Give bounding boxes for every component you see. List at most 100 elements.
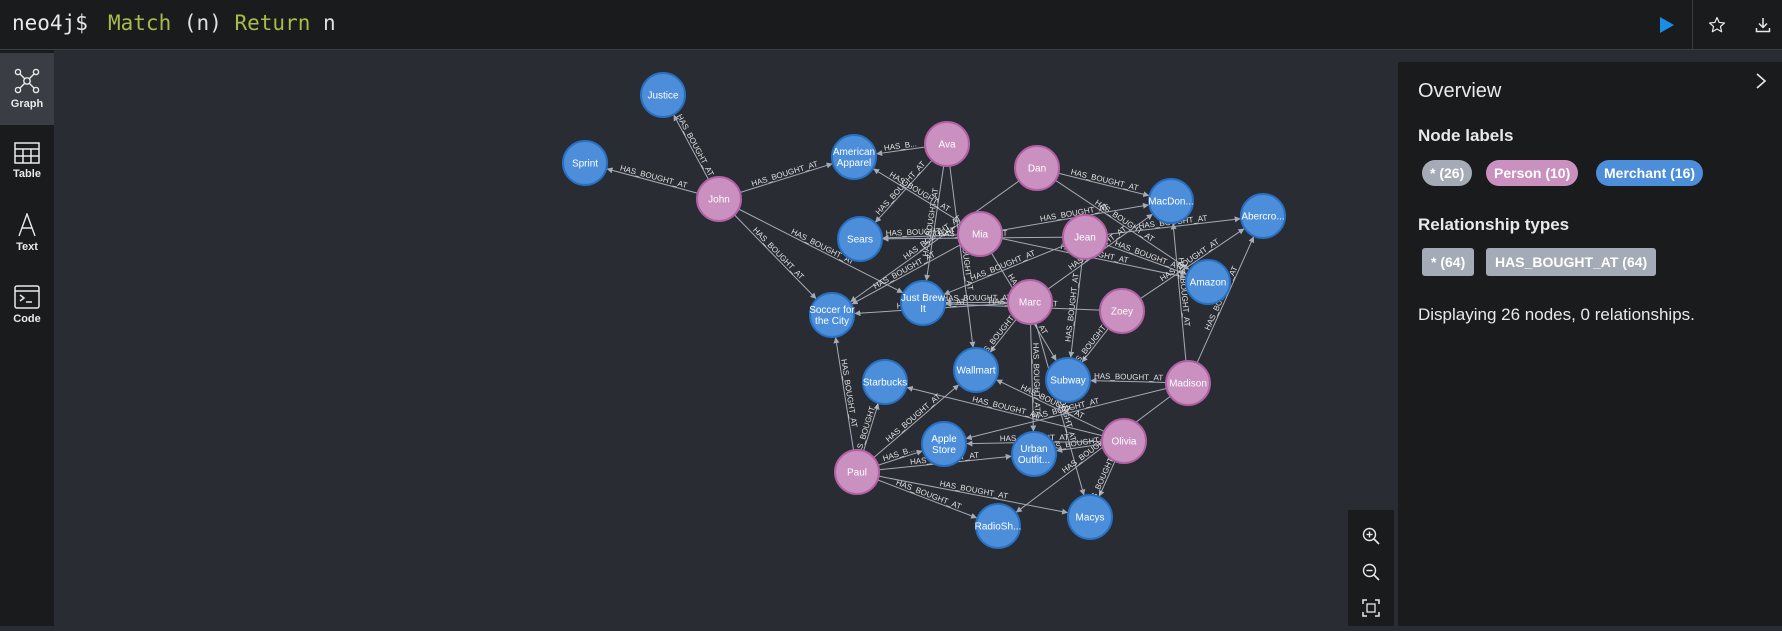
relationship-edge[interactable]: HAS_BOUGHT_AT bbox=[949, 165, 976, 348]
node-circle[interactable] bbox=[1067, 494, 1113, 540]
relationship-edge[interactable]: HAS_BOUGHT_AT bbox=[942, 293, 1012, 306]
relationship-line[interactable] bbox=[1056, 443, 1103, 453]
person-node[interactable]: John bbox=[696, 176, 742, 222]
favorite-button[interactable] bbox=[1694, 0, 1740, 50]
relationship-line[interactable] bbox=[1058, 172, 1150, 198]
relationship-line[interactable] bbox=[877, 479, 978, 519]
node-circle[interactable] bbox=[1185, 259, 1231, 305]
relationship-line[interactable] bbox=[1055, 179, 1190, 270]
query-editor[interactable]: Match (n) Return n bbox=[108, 11, 336, 35]
run-button[interactable] bbox=[1644, 0, 1690, 50]
merchant-node[interactable]: Sears bbox=[837, 216, 883, 262]
node-label-pill-merchant[interactable]: Merchant (16) bbox=[1596, 160, 1704, 186]
relationship-edge[interactable]: HAS_BOUGHT_AT bbox=[1090, 372, 1167, 384]
node-circle[interactable] bbox=[809, 292, 855, 338]
relationship-line[interactable] bbox=[873, 384, 959, 459]
node-circle[interactable] bbox=[831, 134, 877, 180]
node-circle[interactable] bbox=[1165, 360, 1211, 406]
relationship-edge[interactable]: HAS_BOUGHT_AT bbox=[882, 226, 959, 241]
relationship-line[interactable] bbox=[1015, 395, 1171, 513]
relationship-line[interactable] bbox=[1090, 377, 1167, 384]
node-circle[interactable] bbox=[562, 140, 608, 186]
node-circle[interactable] bbox=[1240, 193, 1286, 239]
relationship-edge[interactable]: HAS_BOUGHT_AT bbox=[878, 475, 1069, 515]
relationship-edge[interactable]: HAS_BOUGHT_AT bbox=[673, 113, 716, 180]
merchant-node[interactable]: Starbucks bbox=[862, 359, 908, 405]
node-circle[interactable] bbox=[953, 347, 999, 393]
node-circle[interactable] bbox=[1062, 214, 1108, 260]
relationship-line[interactable] bbox=[943, 244, 1065, 296]
view-tab-text[interactable]: Text bbox=[0, 197, 54, 269]
relationship-edge[interactable]: HAS_B... bbox=[876, 139, 926, 157]
relationship-type-pill-all[interactable]: * (64) bbox=[1422, 248, 1475, 276]
merchant-node[interactable]: RadioSh... bbox=[975, 503, 1022, 549]
relationship-line[interactable] bbox=[989, 318, 1017, 353]
zoom-in-button[interactable] bbox=[1348, 518, 1394, 554]
person-node[interactable]: Jean bbox=[1062, 214, 1108, 260]
node-circle[interactable] bbox=[640, 72, 686, 118]
zoom-out-button[interactable] bbox=[1348, 554, 1394, 590]
node-circle[interactable] bbox=[975, 503, 1021, 549]
relationship-line[interactable] bbox=[1105, 244, 1187, 276]
view-tab-table[interactable]: Table bbox=[0, 125, 54, 197]
node-circle[interactable] bbox=[1101, 418, 1147, 464]
relationship-line[interactable] bbox=[1098, 460, 1116, 497]
node-circle[interactable] bbox=[924, 121, 970, 167]
relationship-edge[interactable]: HAS_BOUGHT_AT bbox=[833, 337, 859, 451]
node-label-pill-person[interactable]: Person (10) bbox=[1486, 160, 1579, 186]
relationship-edge[interactable]: HAS_BOUGHT_AT bbox=[739, 159, 833, 193]
fit-view-button[interactable] bbox=[1348, 590, 1394, 626]
merchant-node[interactable]: Amazon bbox=[1185, 259, 1231, 305]
relationship-line[interactable] bbox=[733, 214, 817, 299]
view-tab-graph[interactable]: Graph bbox=[0, 53, 54, 125]
relationship-edge[interactable]: HAS_BOUGHT_AT bbox=[1064, 258, 1083, 358]
relationship-line[interactable] bbox=[833, 337, 855, 451]
relationship-line[interactable] bbox=[876, 146, 926, 157]
merchant-node[interactable]: Abercro... bbox=[1240, 193, 1286, 239]
relationship-line[interactable] bbox=[606, 167, 698, 194]
node-circle[interactable] bbox=[1148, 178, 1194, 224]
person-node[interactable]: Paul bbox=[834, 449, 880, 495]
relationship-line[interactable] bbox=[738, 208, 904, 293]
relationship-line[interactable] bbox=[1035, 323, 1086, 496]
relationship-line[interactable] bbox=[1139, 228, 1245, 300]
node-label-pill-all[interactable]: * (26) bbox=[1422, 160, 1473, 186]
relationship-line[interactable] bbox=[863, 403, 880, 452]
node-circle[interactable] bbox=[1014, 145, 1060, 191]
node-circle[interactable] bbox=[1011, 431, 1057, 477]
relationship-line[interactable] bbox=[850, 180, 1020, 303]
relationship-line[interactable] bbox=[878, 475, 1069, 515]
person-node[interactable]: Zoey bbox=[1099, 288, 1145, 334]
merchant-node[interactable]: Wallmart bbox=[953, 347, 999, 393]
relationship-line[interactable] bbox=[996, 379, 1105, 432]
merchant-node[interactable]: MacDon... bbox=[1148, 178, 1194, 224]
node-circle[interactable] bbox=[862, 359, 908, 405]
relationship-line[interactable] bbox=[1030, 323, 1037, 432]
node-circle[interactable] bbox=[837, 216, 883, 262]
node-circle[interactable] bbox=[921, 421, 967, 467]
relationship-line[interactable] bbox=[1170, 223, 1187, 362]
person-node[interactable]: Ava bbox=[924, 121, 970, 167]
node-circle[interactable] bbox=[834, 449, 880, 495]
view-tab-code[interactable]: Code bbox=[0, 269, 54, 341]
relationship-line[interactable] bbox=[851, 244, 961, 305]
node-circle[interactable] bbox=[696, 176, 742, 222]
relationship-line[interactable] bbox=[882, 234, 959, 241]
person-node[interactable]: Marc bbox=[1007, 279, 1053, 325]
merchant-node[interactable]: Justice bbox=[640, 72, 686, 118]
relationship-line[interactable] bbox=[945, 299, 1009, 306]
relationship-line[interactable] bbox=[877, 449, 923, 466]
person-node[interactable]: Mia bbox=[957, 211, 1003, 257]
node-circle[interactable] bbox=[1007, 279, 1053, 325]
relationship-line[interactable] bbox=[673, 114, 710, 180]
relationship-line[interactable] bbox=[949, 165, 976, 348]
person-node[interactable]: Dan bbox=[1014, 145, 1060, 191]
node-circle[interactable] bbox=[1099, 288, 1145, 334]
relationship-line[interactable] bbox=[875, 159, 933, 223]
node-circle[interactable] bbox=[957, 211, 1003, 257]
